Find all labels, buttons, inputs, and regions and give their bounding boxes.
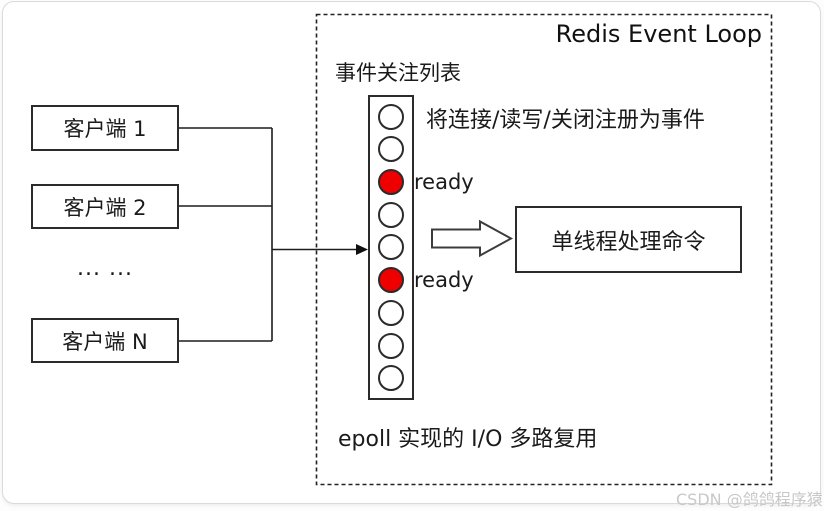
event-watchlist-label: 事件关注列表 [335,61,461,85]
event-slot [378,365,404,392]
event-slot [378,103,404,130]
register-events-note: 将连接/读写/关闭注册为事件 [426,108,705,133]
client-box-n-label: 客户端 N [62,329,148,354]
client-box-n: 客户端 N [31,318,179,363]
client-box-2-label: 客户端 2 [63,195,147,220]
ready-label: ready [414,170,474,195]
event-slot-ready: ready [378,169,474,196]
event-slot [378,201,404,228]
processor-box-label: 单线程处理命令 [551,229,706,255]
processor-box: 单线程处理命令 [515,206,742,273]
event-slot-ready: ready [378,267,474,294]
clients-ellipsis: ... ... [77,256,133,281]
event-loop-title: Redis Event Loop [555,20,762,48]
client-box-1-label: 客户端 1 [63,117,147,141]
event-slot [378,234,404,261]
event-slot [378,299,404,326]
epoll-note: epoll 实现的 I/O 多路复用 [338,427,598,452]
csdn-watermark: CSDN @鸽鸽程序猿 [676,490,823,509]
event-slot [378,136,404,163]
event-slot-list: ready ready [368,95,474,400]
ready-label: ready [414,268,474,293]
event-slot [378,332,404,359]
client-box-2: 客户端 2 [31,184,179,229]
client-box-1: 客户端 1 [31,105,179,151]
